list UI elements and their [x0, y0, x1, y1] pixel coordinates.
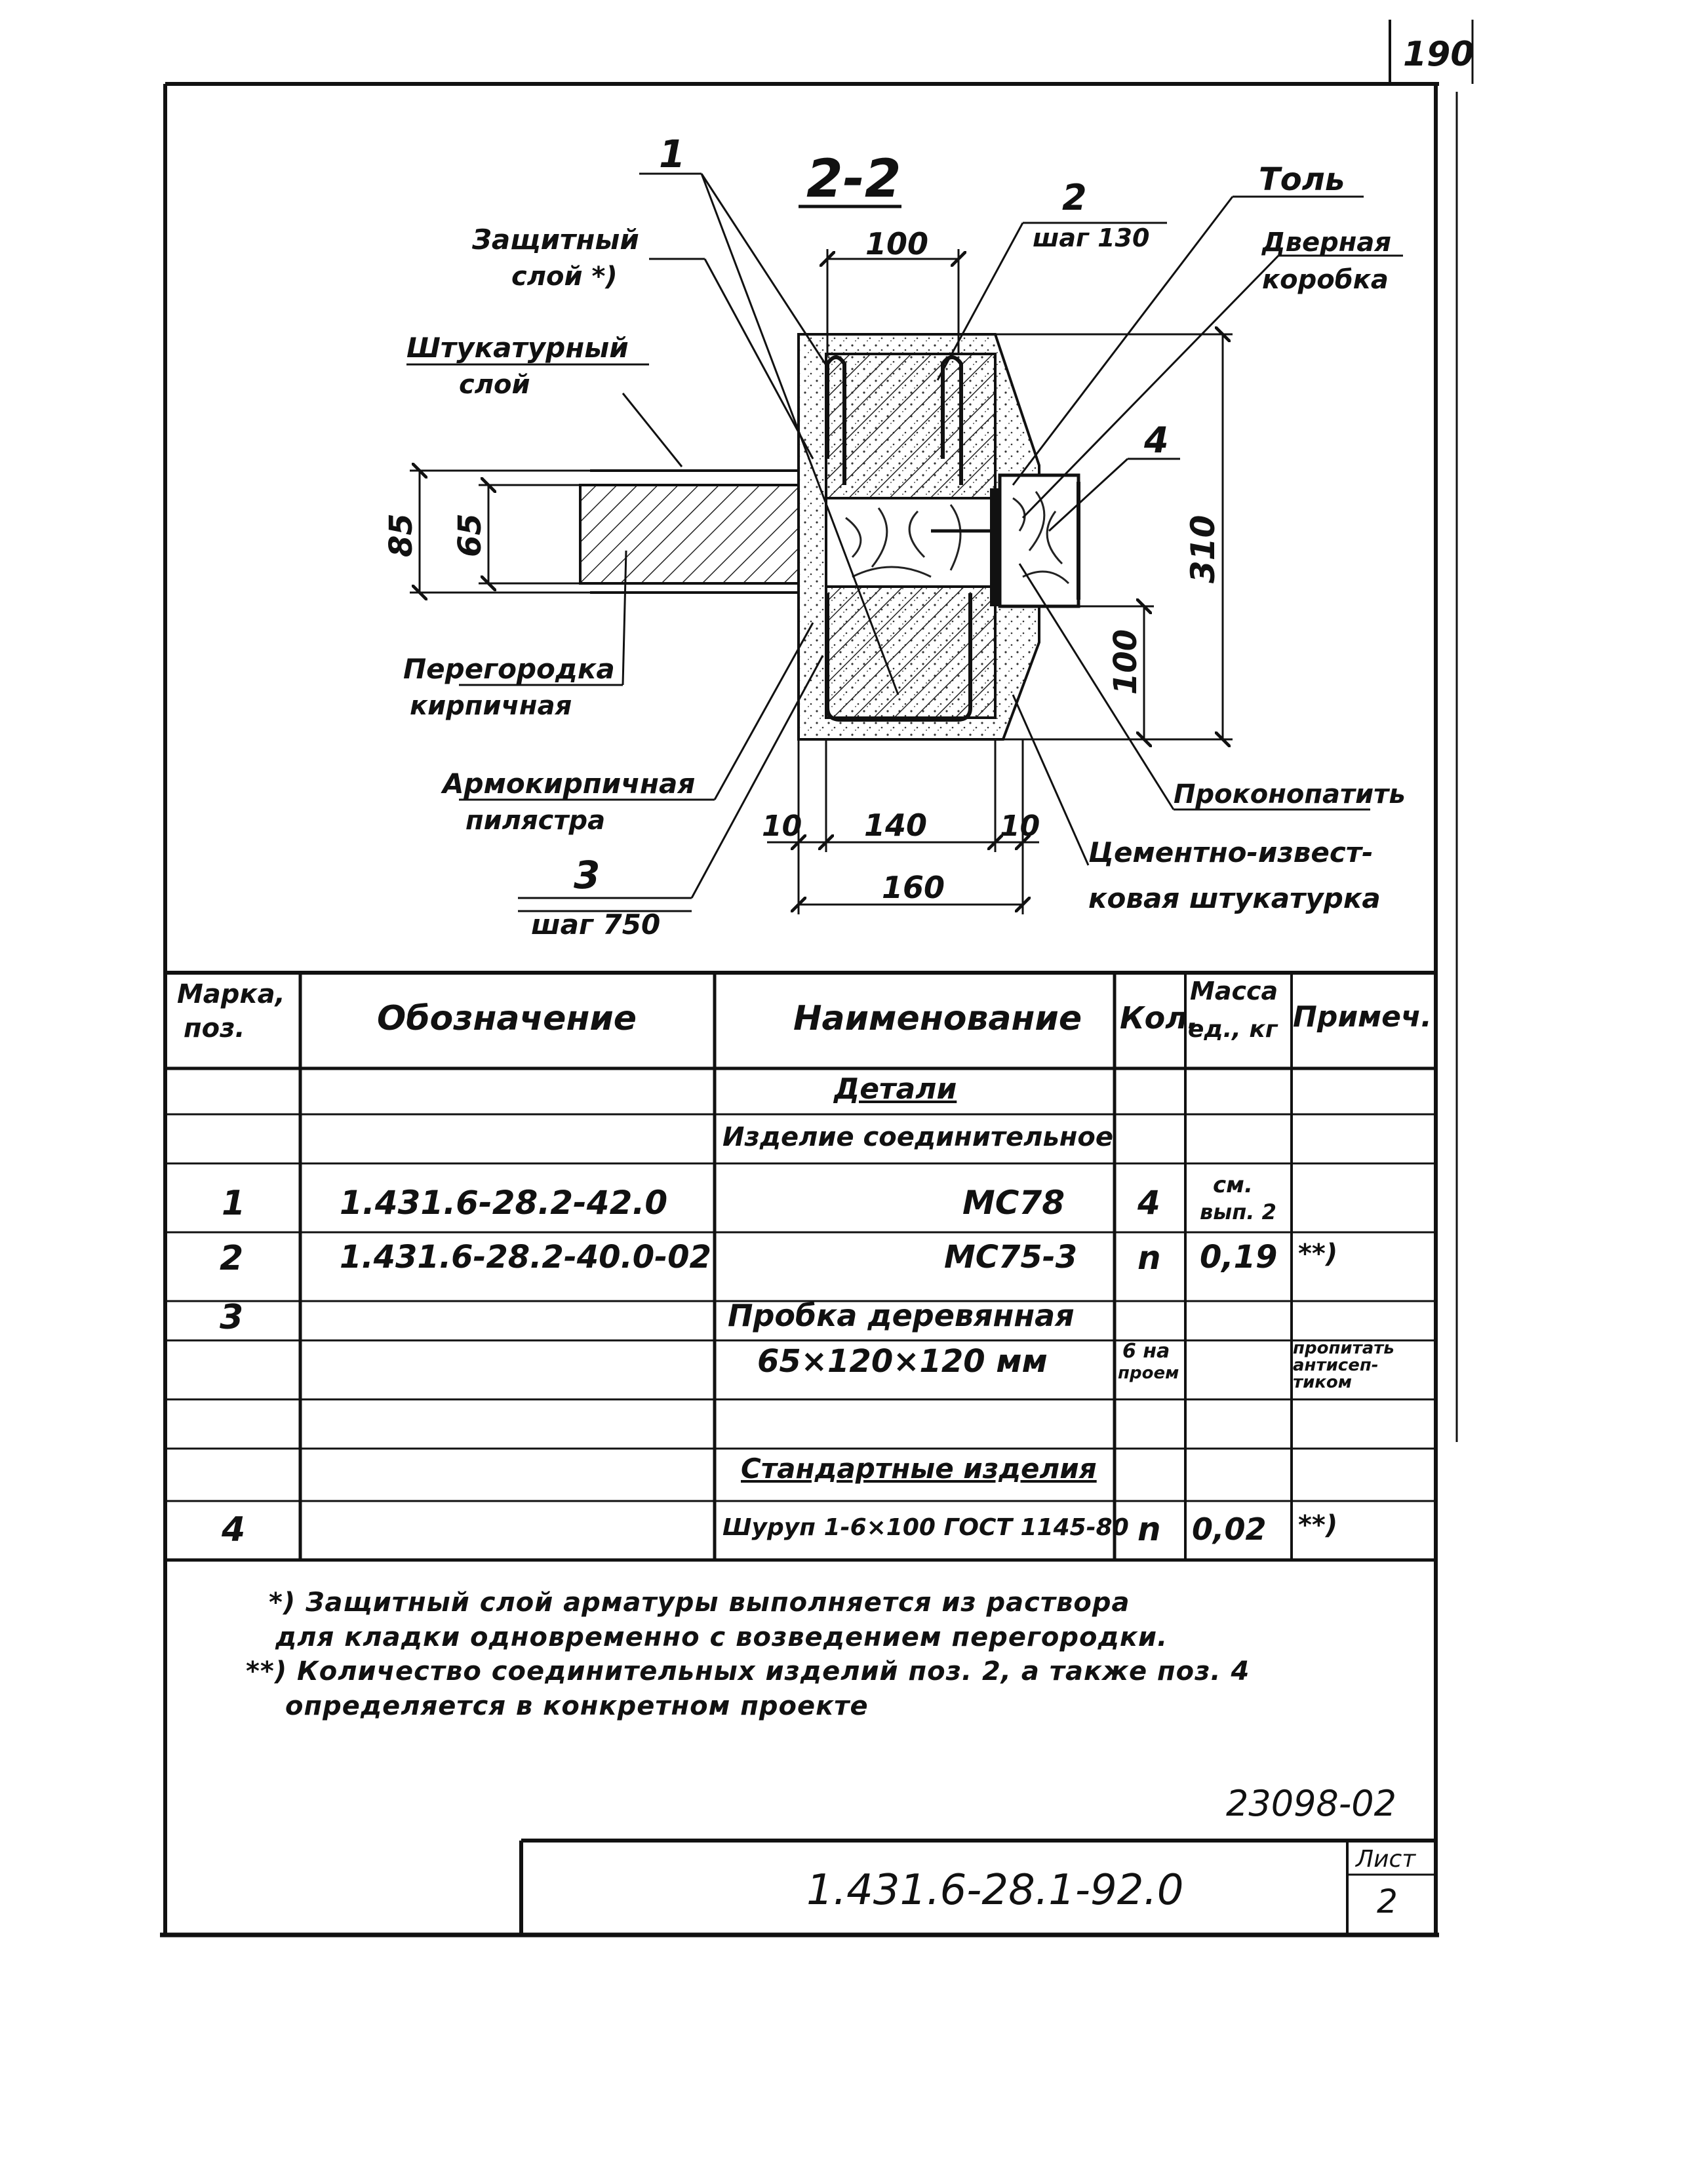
label-partition-2: кирпичная	[410, 691, 572, 721]
label-plaster-layer-2: слой	[459, 370, 530, 400]
row4-qty: n	[1137, 1510, 1161, 1548]
row3-note-2: антисеп-	[1293, 1355, 1379, 1375]
label-partition: Перегородка	[403, 653, 615, 685]
label-pos3-step: шаг 750	[531, 908, 660, 941]
row2-mass: 0,19	[1200, 1239, 1278, 1276]
rebar-bottom	[825, 593, 972, 722]
title-block	[519, 1839, 1436, 1935]
label-pos2-step: шаг 130	[1033, 224, 1149, 252]
row3-pos: 3	[220, 1298, 244, 1337]
label-door-frame-2: коробка	[1262, 265, 1389, 295]
rebar-loop-right	[941, 355, 963, 485]
header-mass: Масса	[1190, 977, 1278, 1005]
header-pos: поз.	[184, 1013, 245, 1043]
section-2-2: 2-2	[383, 132, 1406, 941]
row4-note: **)	[1298, 1510, 1338, 1540]
label-pos1: 1	[659, 132, 685, 176]
pilaster-brick-bottom	[825, 585, 997, 719]
row1-qty: 4	[1137, 1184, 1160, 1222]
row3-qty-2: проем	[1118, 1363, 1179, 1383]
note-1-line-2: для кладки одновременно с возведением пе…	[275, 1622, 1168, 1652]
label-pilaster: Армокирпичная	[441, 768, 695, 800]
dim-65: 65	[452, 513, 488, 557]
row2-name: МС75-3	[944, 1239, 1078, 1276]
row3-note-3: тиком	[1293, 1373, 1353, 1392]
label-pos3: 3	[574, 853, 600, 897]
heading-standard: Стандартные изделия	[741, 1453, 1097, 1485]
document-code: 1.431.6-28.1-92.0	[806, 1866, 1183, 1915]
label-door-frame: Дверная	[1261, 227, 1391, 258]
heading-connector: Изделие соединительное	[722, 1122, 1113, 1152]
row4-pos: 4	[222, 1510, 246, 1550]
dim-310: 310	[1184, 515, 1222, 583]
spec-table-grid	[164, 971, 1436, 1562]
dim-160: 160	[882, 870, 945, 905]
header-mass-unit: ед., кг	[1188, 1016, 1278, 1043]
label-pos2: 2	[1062, 177, 1087, 218]
label-cement-plaster: Цементно-извест-	[1088, 836, 1374, 868]
row2-pos: 2	[220, 1239, 244, 1278]
heading-details: Детали	[834, 1072, 957, 1106]
brick-partition	[579, 484, 800, 585]
note-2-line-2: определяется в конкретном проекте	[285, 1691, 869, 1721]
sheet-number: 2	[1377, 1882, 1398, 1921]
note-2-line-1: **) Количество соединительных изделий по…	[246, 1656, 1250, 1687]
dim-140: 140	[864, 808, 927, 843]
row4-mass: 0,02	[1192, 1511, 1267, 1547]
label-pos4: 4	[1143, 419, 1169, 461]
row1-mass: см.	[1213, 1172, 1253, 1198]
label-cement-plaster-2: ковая штукатурка	[1088, 882, 1381, 914]
label-protective-layer: Защитный	[471, 224, 639, 256]
leader-lines	[459, 172, 1403, 899]
label-caulk: Проконопатить	[1174, 779, 1406, 809]
row2-designation: 1.431.6-28.2-40.0-02	[340, 1239, 711, 1276]
header-name: Наименование	[793, 999, 1082, 1038]
dimension-lines	[410, 249, 1233, 914]
dim-10-right: 10	[1000, 809, 1040, 843]
row1-designation: 1.431.6-28.2-42.0	[340, 1184, 668, 1222]
dim-right-100: 100	[1107, 629, 1144, 695]
sheet-label: Лист	[1354, 1846, 1416, 1873]
header-note: Примеч.	[1293, 1000, 1432, 1034]
row2-qty: n	[1137, 1239, 1161, 1277]
header-mark: Марка,	[177, 979, 285, 1009]
page-number: 190	[1403, 35, 1474, 74]
row3-size: 65×120×120 мм	[757, 1343, 1048, 1380]
rebar-loop-left	[825, 355, 846, 485]
label-pilaster-2: пилястра	[465, 806, 605, 836]
inventory-number: 23098-02	[1226, 1783, 1396, 1824]
row4-name: Шуруп 1-6×100 ГОСТ 1145-80	[722, 1514, 1129, 1541]
note-1-line-1: *) Защитный слой арматуры выполняется из…	[269, 1588, 1130, 1618]
row1-name: МС78	[962, 1184, 1065, 1222]
dim-85: 85	[383, 513, 420, 557]
row3-qty: 6 на	[1122, 1340, 1170, 1363]
label-protective-layer-2: слой *)	[511, 262, 618, 292]
pilaster-brick-top	[825, 353, 997, 499]
header-qty: Кол.	[1120, 1000, 1199, 1036]
header-designation: Обозначение	[377, 999, 637, 1038]
label-tol: Толь	[1259, 161, 1345, 198]
section-title: 2-2	[806, 148, 901, 209]
dim-10-left: 10	[762, 809, 802, 843]
row2-note: **)	[1298, 1239, 1338, 1269]
row1-mass-2: вып. 2	[1200, 1199, 1276, 1224]
row1-pos: 1	[222, 1184, 246, 1223]
label-plaster-layer: Штукатурный	[406, 332, 629, 364]
row3-name: Пробка деревянная	[728, 1298, 1075, 1333]
sheet-frame	[160, 20, 1474, 1938]
specification-table: Марка, поз. Обозначение Наименование Кол…	[164, 973, 1436, 1569]
row3-note: пропитать	[1293, 1338, 1394, 1358]
dim-top-100: 100	[865, 226, 928, 262]
